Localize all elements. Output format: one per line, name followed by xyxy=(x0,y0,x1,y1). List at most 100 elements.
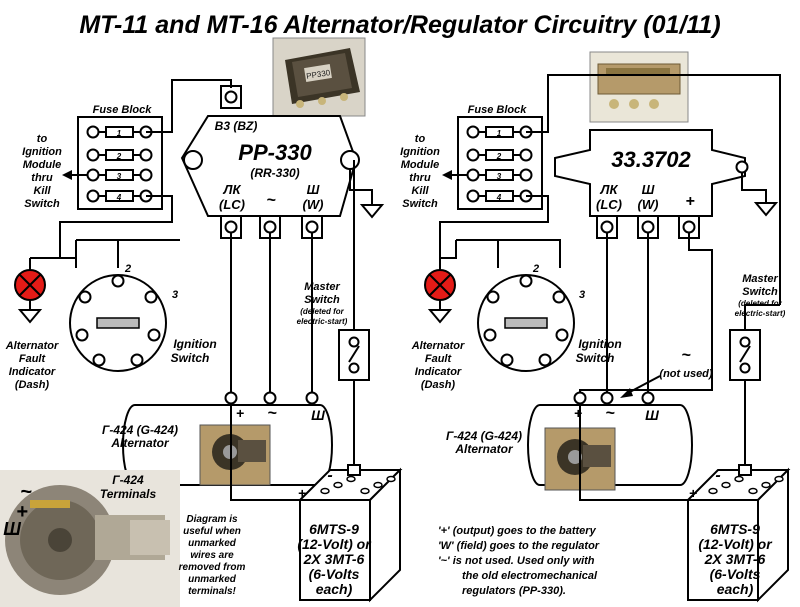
left-battery xyxy=(299,499,371,601)
svg-text:Fault: Fault xyxy=(19,353,47,365)
right-regulator-name: 33.3702 xyxy=(611,147,691,172)
svg-text:(12-Volt) or: (12-Volt) or xyxy=(698,536,773,552)
left-ignition-arrow-icon xyxy=(62,170,72,180)
right-battery-minus: - xyxy=(715,467,720,484)
right-wire-plus-alt xyxy=(579,233,713,392)
right-fuse-1: 1 xyxy=(497,129,502,138)
right-not-used-tilde: ~ xyxy=(681,347,691,364)
svg-text:Ignition: Ignition xyxy=(22,146,62,158)
svg-text:Kill: Kill xyxy=(411,185,429,197)
right-master-note-1: (deleted for xyxy=(738,299,782,308)
left-to-ignition-label: to Ignition Module thru Kill Switch xyxy=(22,133,62,210)
right-ignition-switch-label-2: Switch xyxy=(576,351,615,365)
right-fuse-4: 4 xyxy=(496,193,502,202)
right-fuse-block-label: Fuse Block xyxy=(468,104,528,116)
right-diagram: Fuse Block 1 2 3 4 to Ignition Module th… xyxy=(400,51,791,603)
terminals-note: Diagram is useful when unmarked wires ar… xyxy=(179,514,246,597)
note-line-4: the old electromechanical xyxy=(462,570,598,582)
svg-text:(6-Volts: (6-Volts xyxy=(309,566,360,582)
right-wire-fuse-indicator xyxy=(439,195,549,258)
right-fuse-3: 3 xyxy=(497,172,502,181)
svg-text:unmarked: unmarked xyxy=(188,538,237,549)
left-fault-ground-icon xyxy=(17,309,43,324)
svg-text:Ignition: Ignition xyxy=(400,146,440,158)
right-regulator-photo xyxy=(589,51,689,123)
left-ign-terminal-3: 3 xyxy=(172,289,178,301)
note-line-3: '~' is not used. Used only with xyxy=(438,555,595,567)
svg-text:Alternator: Alternator xyxy=(411,340,465,352)
svg-text:PP330: PP330 xyxy=(306,68,332,81)
right-battery-label: 6MTS-9 (12-Volt) or 2X 3MT-6 (6-Volts ea… xyxy=(698,521,773,597)
left-regulator-mount-right xyxy=(340,150,360,170)
left-wire-fuse-indicator xyxy=(59,195,180,258)
right-fault-indicator-label: Alternator Fault Indicator (Dash) xyxy=(411,340,465,391)
note-line-2: 'W' (field) goes to the regulator xyxy=(438,540,600,552)
right-regulator-ground-wire xyxy=(741,173,767,203)
right-w-label: (W) xyxy=(638,197,659,212)
left-terminals-photo xyxy=(0,470,180,607)
right-plus-label: + xyxy=(685,193,694,210)
left-ign-terminal-2: 2 xyxy=(124,263,131,275)
svg-text:Indicator: Indicator xyxy=(9,366,56,378)
svg-text:(12-Volt) or: (12-Volt) or xyxy=(297,536,372,552)
left-ignition-switch-label-2: Switch xyxy=(171,351,210,365)
right-master-note-2: electric-start) xyxy=(735,309,786,318)
left-tilde-label: ~ xyxy=(266,192,276,209)
left-lc-label: (LC) xyxy=(219,197,245,212)
right-fault-ground-icon xyxy=(427,309,453,324)
right-regulator-ground-icon xyxy=(753,202,779,217)
left-battery-minus: - xyxy=(327,467,332,484)
left-fuse-3: 3 xyxy=(117,172,122,181)
svg-text:Kill: Kill xyxy=(33,185,51,197)
right-ignition-key-slot xyxy=(504,317,548,329)
svg-text:(Dash): (Dash) xyxy=(421,379,456,391)
svg-text:unmarked: unmarked xyxy=(188,574,237,585)
left-fuse-2: 2 xyxy=(116,152,122,161)
left-battery-label: 6MTS-9 (12-Volt) or 2X 3MT-6 (6-Volts ea… xyxy=(297,521,372,597)
left-regulator-photo: PP330 xyxy=(272,37,366,117)
left-alt-plus: + xyxy=(236,405,244,421)
left-alternator-label-2: Alternator xyxy=(110,436,170,450)
svg-text:Switch: Switch xyxy=(402,198,438,210)
svg-text:to: to xyxy=(415,133,426,145)
svg-text:removed from: removed from xyxy=(179,562,246,573)
left-diagram: PP330 Fuse Block 1 2 3 4 to Ignition Mod… xyxy=(0,37,403,607)
terminals-photo-sh: Ш xyxy=(3,519,21,539)
left-regulator-ground-wire xyxy=(349,169,373,205)
right-alt-tilde: ~ xyxy=(605,405,615,422)
right-battery-plus: + xyxy=(689,485,697,501)
right-alternator-label-2: Alternator xyxy=(454,442,514,456)
terminals-photo-plus: + xyxy=(16,501,28,523)
left-regulator-name: PP-330 xyxy=(238,140,312,165)
left-master-note-2: electric-start) xyxy=(297,317,348,326)
left-battery-plus: + xyxy=(298,485,306,501)
svg-text:useful when: useful when xyxy=(183,526,241,537)
svg-text:6MTS-9: 6MTS-9 xyxy=(710,521,760,537)
right-regulator-body xyxy=(554,129,746,217)
left-fuse-1: 1 xyxy=(117,129,122,138)
left-regulator-ground-icon xyxy=(359,204,385,219)
left-ignition-switch-label-1: Ignition xyxy=(173,337,216,351)
svg-text:6MTS-9: 6MTS-9 xyxy=(309,521,359,537)
terminals-title-1: Г-424 xyxy=(112,473,144,487)
right-lk-label: ЛК xyxy=(600,182,619,197)
note-line-5: regulators (PP-330). xyxy=(462,585,566,597)
svg-text:wires are: wires are xyxy=(190,550,234,561)
left-master-switch-label-2: Switch xyxy=(304,294,340,306)
left-fuses xyxy=(86,125,153,203)
svg-text:thru: thru xyxy=(409,172,431,184)
svg-text:Diagram is: Diagram is xyxy=(186,514,238,525)
right-lc-label: (LC) xyxy=(596,197,622,212)
terminals-photo-tilde: ~ xyxy=(20,481,32,503)
terminals-title-2: Terminals xyxy=(100,487,157,501)
svg-text:to: to xyxy=(37,133,48,145)
right-alternator-label-1: Г-424 (G-424) xyxy=(446,429,522,443)
left-regulator-mount-left xyxy=(183,150,203,170)
left-alt-sh: Ш xyxy=(311,407,325,423)
svg-text:(Dash): (Dash) xyxy=(15,379,50,391)
left-alt-tilde: ~ xyxy=(267,405,277,422)
right-not-used-arrow-icon xyxy=(620,388,633,398)
right-not-used-label: (not used) xyxy=(659,368,712,380)
page-title: MT-11 and MT-16 Alternator/Regulator Cir… xyxy=(79,11,720,39)
